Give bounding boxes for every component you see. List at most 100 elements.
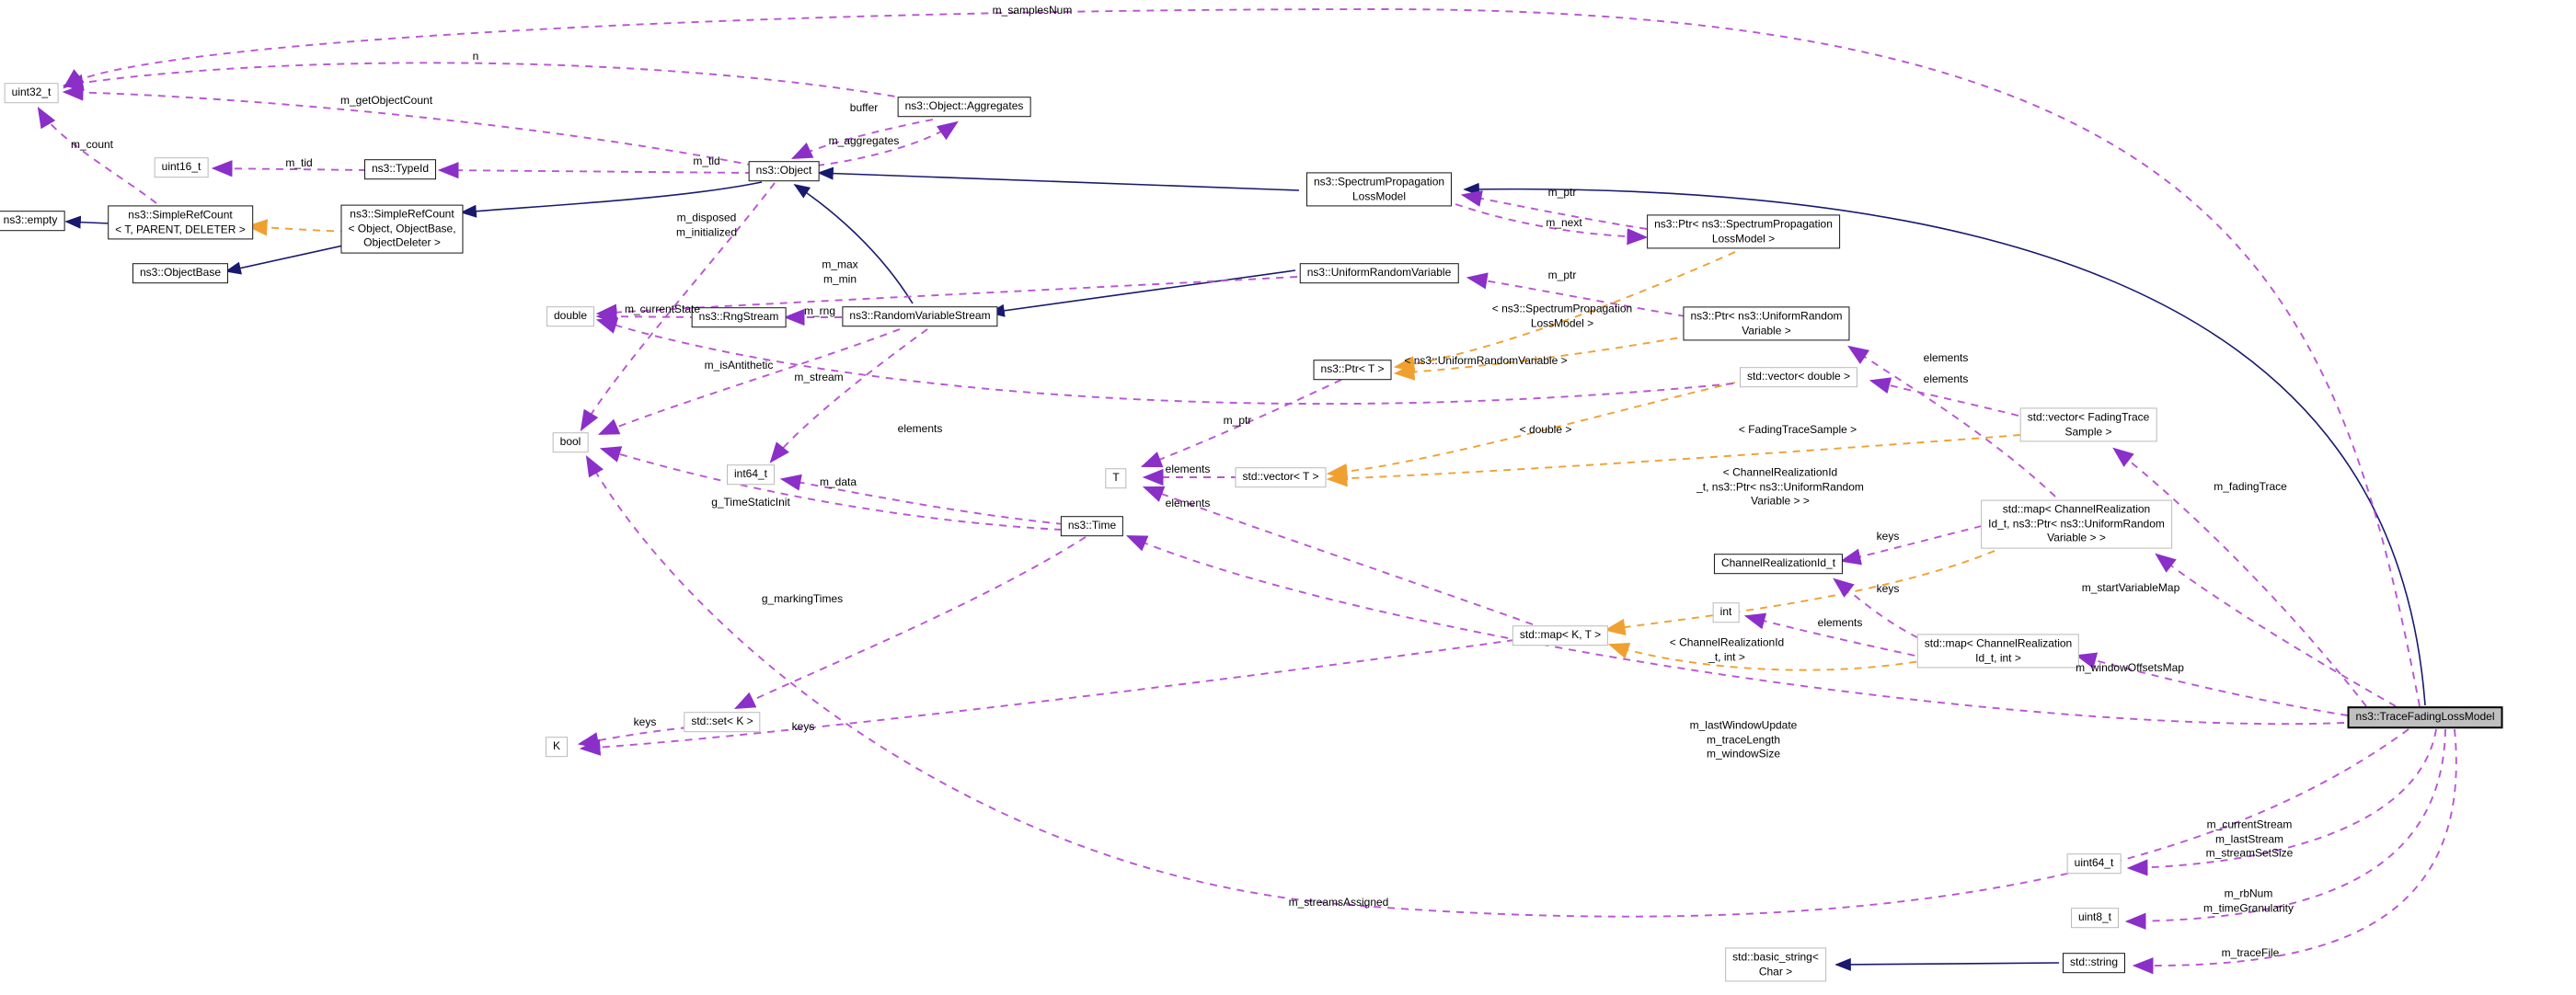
node-int64-t: int64_t [726,464,776,485]
edge-label-elements-to-ptr-urv: elements [1924,351,1969,366]
edge-label-g-markingtimes: g_markingTimes [762,592,843,607]
edge-label-m-aggregates: m_aggregates [829,134,900,149]
node-basic-string-char-label: Char > [1758,965,1793,978]
node-object-aggregates-label: ns3::Object::Aggregates [904,99,1024,113]
node-rngstream[interactable]: ns3::RngStream [691,307,787,327]
edge-label-m-aggregates-line: m_aggregates [828,134,900,148]
node-typeid[interactable]: ns3::TypeId [363,159,437,179]
node-random-variable-stream[interactable]: ns3::RandomVariableStream [842,306,998,326]
node-uint32-t-label: uint32_t [11,86,52,99]
edge-label-m-currentstream-line: m_lastStream [2214,832,2284,846]
edge-use-elements-vectorfts-vectordouble [1869,377,2019,417]
edge-label-m-windowoffsetsmap-line: m_windowOffsetsMap [2076,661,2184,675]
edge-inh-rvs-object [793,184,914,304]
edge-label-m-ptr-urv: m_ptr [1548,269,1577,283]
edge-inh-splm-object [817,166,1300,191]
edge-inh-object-simplerefcountobj [460,181,763,218]
node-spectrum-propagation-loss-model-label: LossModel [1351,189,1407,202]
node-map-channelrealizationid-ptr-label: Id_t, ns3::Ptr< ns3::UniformRandom [1988,517,2165,531]
node-object-aggregates[interactable]: ns3::Object::Aggregates [897,97,1031,117]
node-double: double [546,306,595,326]
edge-label-m-fadingtrace-line: m_fadingTrace [2214,480,2287,494]
edge-use-m-tid-typeid-uint16 [211,160,367,177]
node-ptr-uniform-random-variable-label: Variable > [1742,324,1791,337]
edge-use-m-count [37,107,157,204]
edge-label-tpl-fadingtracesample: < FadingTraceSample > [1739,423,1857,438]
edge-label-m-data-line: m_data [819,475,857,489]
edge-label-m-rng-line: m_rng [803,304,836,318]
edge-use-m-getobjectcount [62,84,755,166]
node-simplerefcount-object-label: ObjectDeleter > [363,235,441,249]
node-k-label: K [552,739,561,753]
node-set-k-label: std::set< K > [691,715,753,728]
edge-label-m-streamsassigned-line: m_streamsAssigned [1288,896,1389,909]
edge-label-m-tid-right: m_tid [693,154,719,169]
edge-label-m-ptr-t-line: m_ptr [1223,414,1252,428]
node-set-k: std::set< K > [684,712,761,732]
edge-label-m-getobjectcount-line: m_getObjectCount [339,94,433,108]
edge-label-buffer: buffer [850,101,878,116]
node-empty[interactable]: ns3::empty [0,211,65,231]
edge-label-g-timestaticinit: g_TimeStaticInit [711,496,790,510]
node-spectrum-propagation-loss-model-label: ns3::SpectrumPropagation [1313,175,1445,189]
node-uint64-t: uint64_t [2066,853,2122,874]
edge-use-m-currentstream [2126,728,2437,876]
edge-use-elements-mapint-int [1743,612,1929,659]
edge-label-m-isantithetic: m_isAntithetic [705,359,774,373]
node-simplerefcount-generic[interactable]: ns3::SimpleRefCount< T, PARENT, DELETER … [108,205,253,240]
edge-label-tpl-channelrealizationid-ptr-line: _t, ns3::Ptr< ns3::UniformRandom [1696,480,1864,494]
edge-label-tpl-channelrealizationid-ptr: < ChannelRealizationId_t, ns3::Ptr< ns3:… [1696,466,1864,509]
edge-label-m-tracefile: m_traceFile [2222,946,2280,961]
edge-tpl-mapptr-mapkt [1604,550,1995,635]
node-object[interactable]: ns3::Object [748,161,820,181]
edge-label-elements-vector-double-double-line: elements [897,422,943,436]
node-ptr-t[interactable]: ns3::Ptr< T > [1313,360,1392,380]
node-simplerefcount-object[interactable]: ns3::SimpleRefCount< Object, ObjectBase,… [340,204,464,254]
edge-label-keys-mapptr-crid-line: keys [1876,530,1900,543]
edge-label-m-count-line: m_count [70,138,114,152]
node-vector-t: std::vector< T > [1235,467,1327,487]
edge-use-m-aggregates [816,120,959,166]
edge-label-tpl-spectrum-propagation-loss-model-line: LossModel > [1530,316,1594,329]
edge-label-m-next-line: m_next [1546,216,1582,230]
edge-label-m-isantithetic-line: m_isAntithetic [704,359,774,372]
edge-label-elements-map-k-t: elements [1166,497,1211,511]
edge-label-m-data: m_data [820,475,857,490]
node-vector-fadingtracesample-label: Sample > [2064,425,2112,438]
node-simplerefcount-generic-label: ns3::SimpleRefCount [128,208,233,222]
edge-label-elements-to-vector-double: elements [1924,372,1969,387]
edge-label-buffer-line: buffer [849,101,879,115]
edge-label-m-tid-left: m_tid [285,156,312,171]
node-t: T [1105,468,1127,488]
edge-label-elements-vector-t-line: elements [1165,463,1211,476]
edge-label-elements-vector-double-double: elements [898,422,943,437]
edge-label-keys-set-k: keys [634,715,657,730]
node-k: K [545,737,569,757]
edge-label-keys-mapint-crid-line: keys [1876,582,1900,596]
edge-use-g-timestaticinit [599,446,1063,531]
node-std-string[interactable]: std::string [2062,953,2126,973]
edge-label-keys-mapptr-crid: keys [1877,530,1900,544]
node-objectbase[interactable]: ns3::ObjectBase [132,263,229,283]
node-map-k-t: std::map< K, T > [1512,625,1609,646]
node-time[interactable]: ns3::Time [1060,516,1124,536]
node-channelrealizationid-t[interactable]: ChannelRealizationId_t [1713,554,1844,574]
node-trace-fading-loss-model[interactable]: ns3::TraceFadingLossModel [2347,706,2503,728]
edge-use-n [62,62,923,102]
node-uniform-random-variable[interactable]: ns3::UniformRandomVariable [1299,263,1459,283]
edge-label-g-markingtimes-line: g_markingTimes [761,592,844,606]
edge-label-m-ptr-urv-line: m_ptr [1547,269,1577,282]
node-vector-fadingtracesample-label: std::vector< FadingTrace [2027,410,2150,424]
edge-label-m-currentstate: m_currentState [625,303,700,317]
edge-label-m-tid-right-line: m_tid [693,154,720,168]
node-random-variable-stream-label: ns3::RandomVariableStream [849,309,991,323]
edge-use-m-ptr-t [1140,379,1342,468]
node-vector-t-label: std::vector< T > [1242,470,1319,484]
node-ptr-spectrum-propagation-loss-model-label: ns3::Ptr< ns3::SpectrumPropagation [1654,217,1833,231]
